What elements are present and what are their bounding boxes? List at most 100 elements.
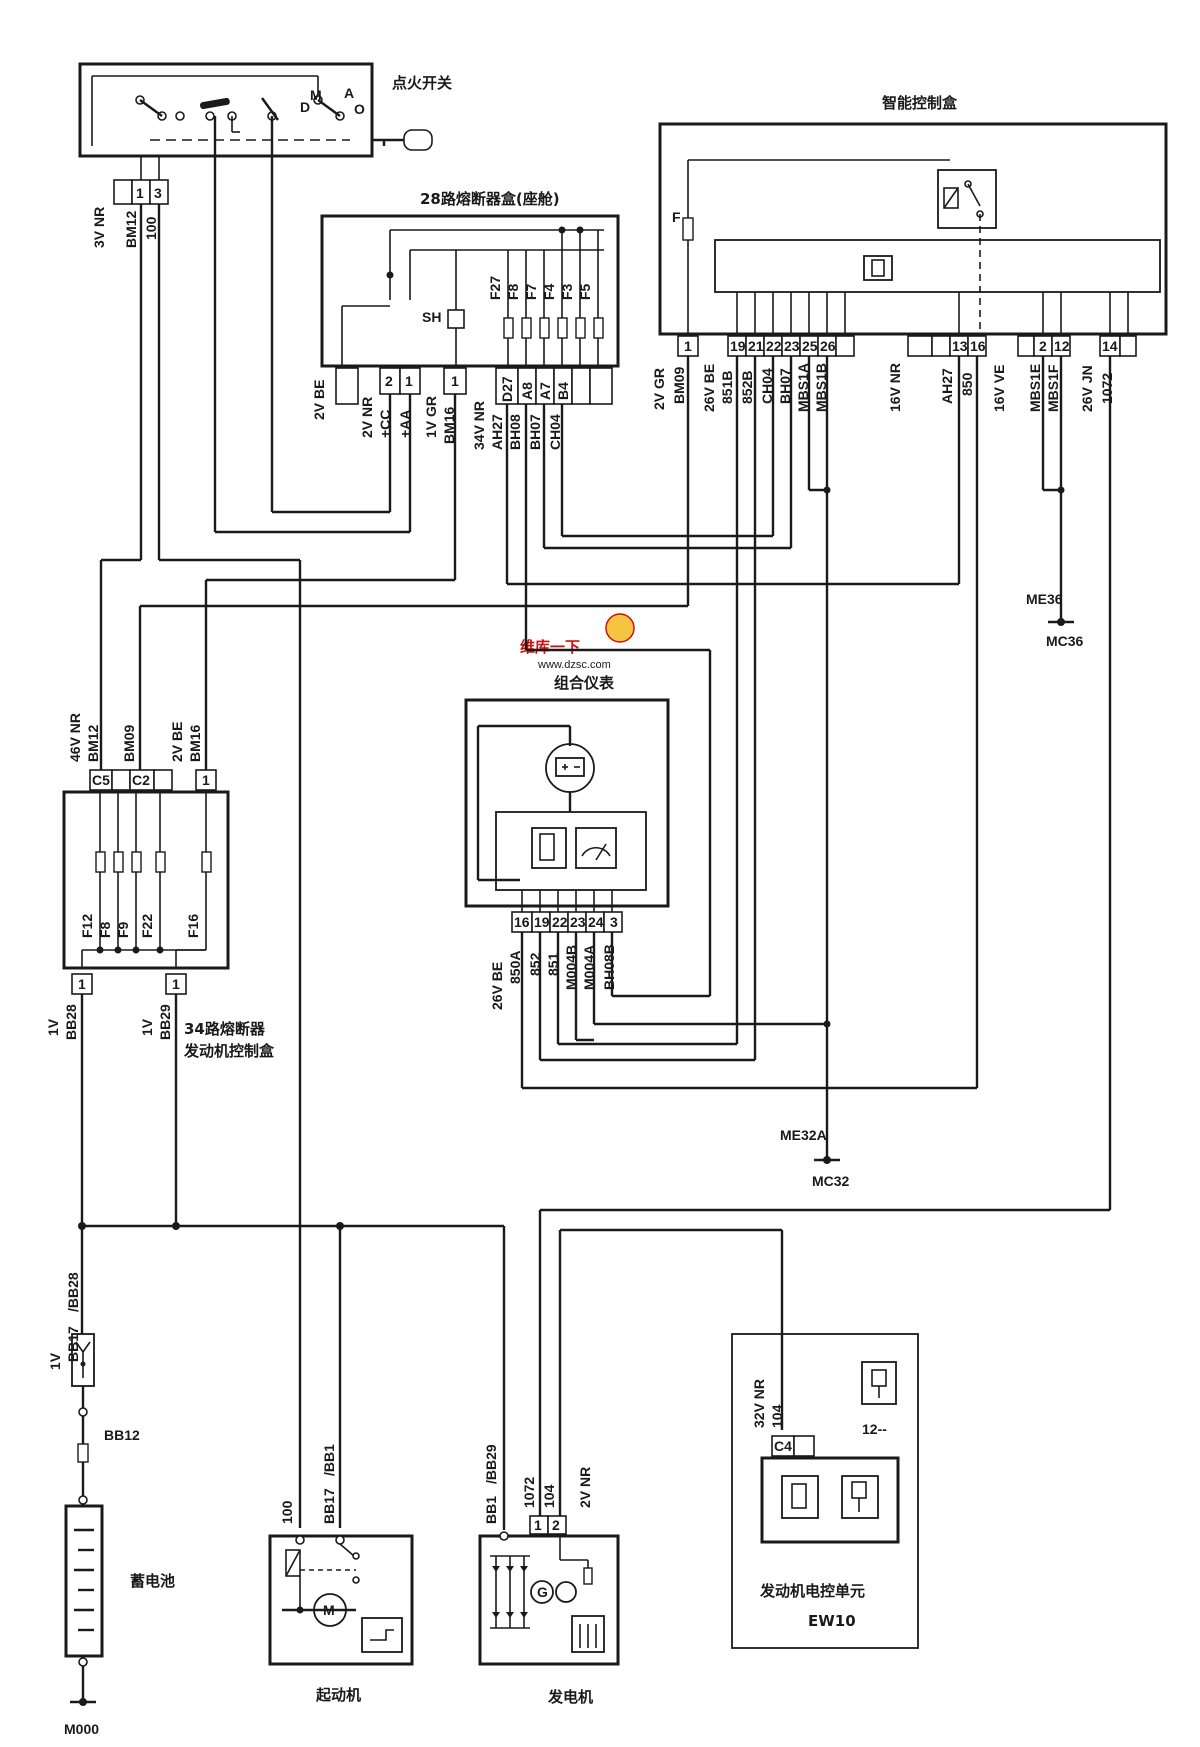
bsi-wire-851b: 851B: [719, 371, 735, 404]
fuse-f8b: F8: [97, 921, 113, 938]
fb34-pin-1b: 1: [172, 976, 180, 992]
cluster-wire-bh08b: BH08B: [601, 944, 617, 990]
ecu-title-1: 发动机电控单元: [759, 1582, 865, 1600]
fuse-f16: F16: [185, 914, 201, 938]
fuse-f5: F5: [577, 283, 593, 300]
fb34-wire-bm16: BM16: [187, 724, 203, 762]
bsi-pin-26: 26: [820, 338, 836, 354]
fb28-conn-b4: B4: [555, 382, 571, 400]
fuse-f4: F4: [541, 283, 557, 300]
bsi-wire-1072: 1072: [1099, 373, 1115, 404]
injector-icon: [861, 1361, 897, 1405]
ground-me36: [1048, 592, 1074, 626]
ecu-pin-c4: C4: [774, 1438, 792, 1454]
injector-icon: [841, 1475, 879, 1519]
bsi-wire-852b: 852B: [739, 371, 755, 404]
fb28-pin-1a: 1: [405, 373, 413, 389]
ground-m000-label: M000: [64, 1721, 99, 1737]
svg-text:G: G: [537, 1584, 548, 1600]
ign-pos-o: O: [354, 101, 365, 117]
fuse-f12: F12: [79, 914, 95, 938]
fb34-pin-1top: 1: [202, 772, 210, 788]
bsi-box: 1 19 21 22 23 25 26 13 16 2 12 14: [658, 122, 1168, 357]
bsi-wire-mbs1f: MBS1F: [1045, 364, 1061, 412]
fuse-f8a: F8: [505, 283, 521, 300]
starter-wire-100: 100: [279, 1500, 295, 1524]
bsi-pins: 1 19 21 22 23 25 26 13 16 2 12 14: [677, 335, 1137, 357]
alternator: 1 2 G: [478, 1515, 620, 1666]
bsi-wire-bm09: BM09: [671, 366, 687, 404]
fusebox34-title-2: 发动机控制盒: [183, 1042, 275, 1060]
svg-text:M: M: [323, 1602, 335, 1618]
bsi-pin-19: 19: [730, 338, 746, 354]
bsi-pin-12: 12: [1054, 338, 1070, 354]
fb34-wire-bm09: BM09: [121, 724, 137, 762]
fb28-wire-1vgr: 1V GR: [423, 396, 439, 438]
bat-wire-bb12: BB12: [104, 1427, 140, 1443]
fuse-f27: F27: [487, 276, 503, 300]
bsi-pin-13: 13: [952, 338, 968, 354]
bsi-wire-ah27: AH27: [939, 368, 955, 404]
battery: [64, 1333, 104, 1706]
bsi-pin-2: 2: [1039, 338, 1047, 354]
alt-wire-2vnr: 2V NR: [577, 1467, 593, 1508]
fb34-wire-bb29: BB29: [157, 1004, 173, 1040]
fusebox34-title-1: 34路熔断器: [184, 1020, 266, 1038]
fb34-pin-c5: C5: [92, 772, 110, 788]
starter-motor: M: [268, 1534, 414, 1666]
alt-wire-104: 104: [541, 1484, 557, 1508]
alternator-title: 发电机: [547, 1688, 593, 1706]
fb28-wire-bh08: BH08: [507, 414, 523, 450]
instrument-cluster: 16 19 22 23 24 3: [464, 698, 670, 933]
ign-pos-a: A: [344, 85, 354, 101]
bsi-pin-1: 1: [684, 338, 692, 354]
bsi-pin-14: 14: [1102, 338, 1118, 354]
bsi-wire-850: 850: [959, 372, 975, 396]
bat-wire-bb28: /BB28: [65, 1272, 81, 1312]
ground-me32a-label: ME32A: [780, 1127, 827, 1143]
fb34-wire-bm12: BM12: [85, 724, 101, 762]
bsi-pin-21: 21: [748, 338, 764, 354]
fb34-wire-1v-a: 1V: [45, 1018, 61, 1036]
alt-wire-bb1: BB1: [483, 1496, 499, 1524]
fusebox-34: C5 C2 1 1 1: [62, 769, 230, 995]
fb34-wire-1v-b: 1V: [139, 1018, 155, 1036]
ign-pos-m: M: [310, 87, 322, 103]
bsi-wire-mbs1b: MBS1B: [813, 363, 829, 412]
shunt-sh: SH: [422, 309, 441, 325]
cluster-pin-16: 16: [514, 914, 530, 930]
ign-wire-3vnr: 3V NR: [91, 207, 107, 248]
bsi-wire-26vbe: 26V BE: [701, 364, 717, 412]
fuse-f22: F22: [139, 914, 155, 938]
ign-wire-bm12: BM12: [123, 210, 139, 248]
fb28-wire-bh07: BH07: [527, 414, 543, 450]
cluster-title: 组合仪表: [554, 674, 615, 692]
cluster-pin-23: 23: [570, 914, 586, 930]
alt-pin-2: 2: [552, 1517, 560, 1533]
fb28-wire-ch04: CH04: [547, 414, 563, 450]
fb28-conn-d27: D27: [499, 376, 515, 402]
ign-wire-100: 100: [143, 216, 159, 240]
ign-pos-d: D: [300, 99, 310, 115]
bsi-wire-16vve: 16V VE: [991, 365, 1007, 412]
fb28-wire-34vnr: 34V NR: [471, 401, 487, 450]
rectifier-diodes: [490, 1555, 530, 1629]
fb34-wire-2vbe: 2V BE: [169, 722, 185, 762]
bsi-wire-ch04: CH04: [759, 368, 775, 404]
watermark-url: www.dzsc.com: [537, 659, 611, 671]
fb28-pin-1b: 1: [451, 373, 459, 389]
ecu-title-2: EW10: [808, 1612, 856, 1630]
cluster-wire-850a: 850A: [507, 951, 523, 984]
bsi-title: 智能控制盒: [882, 94, 958, 112]
ground-me36-label: ME36: [1026, 591, 1063, 607]
fusebox-28: F27 F8 F7 F4 F3 F5 SH 2 1 1 D27 A8 A7 B4: [320, 214, 620, 405]
fb28-conn-a8: A8: [519, 382, 535, 400]
starter-wire-bb1: /BB1: [321, 1444, 337, 1476]
alt-wire-1072: 1072: [521, 1477, 537, 1508]
bat-wire-bb17: BB17: [65, 1326, 81, 1362]
bsi-wire-mbs1a: MBS1A: [795, 363, 811, 412]
fb28-wire-ah27: AH27: [489, 414, 505, 450]
ecu-wire-32vnr: 32V NR: [751, 1379, 767, 1428]
wires: [78, 116, 1112, 1530]
